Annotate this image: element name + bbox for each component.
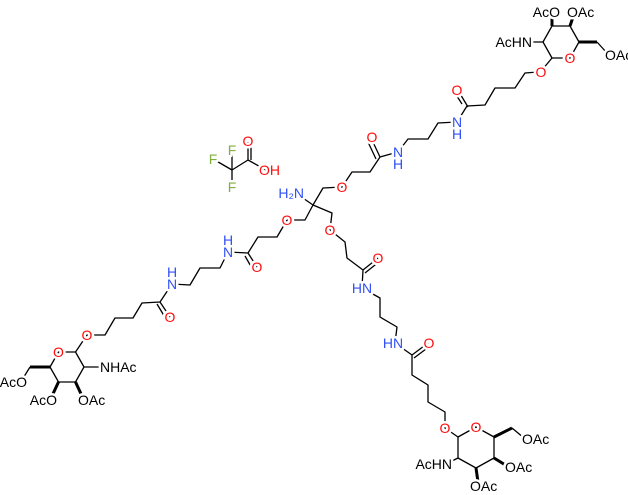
- amine-label: H₂N: [278, 185, 304, 201]
- carbonyl-oxygen-label: O: [424, 335, 435, 351]
- carbonyl-oxygen-label: O: [452, 82, 463, 98]
- ether-oxygen-label: O: [337, 179, 348, 195]
- glycosidic-oxygen-label: O: [82, 327, 93, 343]
- carbonyl-oxygen-label: O: [373, 250, 384, 266]
- fluorine-label: F: [228, 179, 237, 195]
- wedge-bond: [30, 365, 84, 397]
- ether-oxygen-label: O: [282, 212, 293, 228]
- amide-hydrogen-label: H: [393, 156, 403, 172]
- amide-hydrogen-label: H: [452, 126, 462, 142]
- core-bonds: [287, 195, 333, 231]
- fluorine-label: F: [228, 142, 237, 158]
- glycosidic-oxygen-label: O: [440, 420, 451, 436]
- acetoxy-label: AcO: [30, 392, 57, 408]
- acetamido-label: AcHN: [495, 34, 532, 50]
- acetoxy-label: OAc: [567, 4, 594, 20]
- acetoxy-label: OAc: [522, 431, 549, 447]
- bottom-linker-chain: [329, 229, 459, 438]
- amide-nitrogen-label: N: [223, 244, 233, 260]
- amide-nitrogen-label: N: [452, 114, 462, 130]
- acetoxy-label: OAc: [78, 392, 105, 408]
- acetoxy-label: OAc: [605, 47, 628, 63]
- fluorine-label: F: [209, 151, 218, 167]
- amide-nitrogen-label: N: [167, 276, 177, 292]
- amide-hydrogen-label: H: [223, 232, 233, 248]
- bond: [531, 41, 608, 71]
- ring-oxygen-label: O: [53, 344, 64, 360]
- acetoxy-label: AcO: [533, 4, 560, 20]
- acetamido-label: NHAc: [100, 359, 137, 375]
- ring-oxygen-label: O: [565, 50, 576, 66]
- wedge-bond: [474, 426, 513, 483]
- amide-hydrogen-label: H: [167, 264, 177, 280]
- amide-nh-label: HN: [352, 280, 372, 296]
- top-linker-chain: [312, 71, 539, 206]
- amide-nh-label: HN: [383, 335, 403, 351]
- acetoxy-label: AcO: [0, 374, 27, 390]
- tfa-bonds: [212, 142, 267, 187]
- carbonyl-oxygen-label: O: [243, 133, 254, 149]
- glycosidic-oxygen-label: O: [536, 64, 547, 80]
- acetoxy-label: OAc: [470, 478, 497, 494]
- carbonyl-oxygen-label: O: [165, 309, 176, 325]
- bonds: [21, 13, 608, 483]
- acetamido-label: AcHN: [415, 456, 452, 472]
- wedge-bond: [550, 13, 597, 44]
- carbonyl-oxygen-label: O: [367, 129, 378, 145]
- ring-oxygen-label: O: [471, 419, 482, 435]
- ether-oxygen-label: O: [325, 222, 336, 238]
- carbonyl-oxygen-label: O: [252, 259, 263, 275]
- acetoxy-label: OAc: [505, 459, 532, 475]
- hydroxyl-label: OH: [259, 162, 280, 178]
- left-linker-chain: [74, 219, 288, 353]
- amide-nitrogen-label: N: [393, 144, 403, 160]
